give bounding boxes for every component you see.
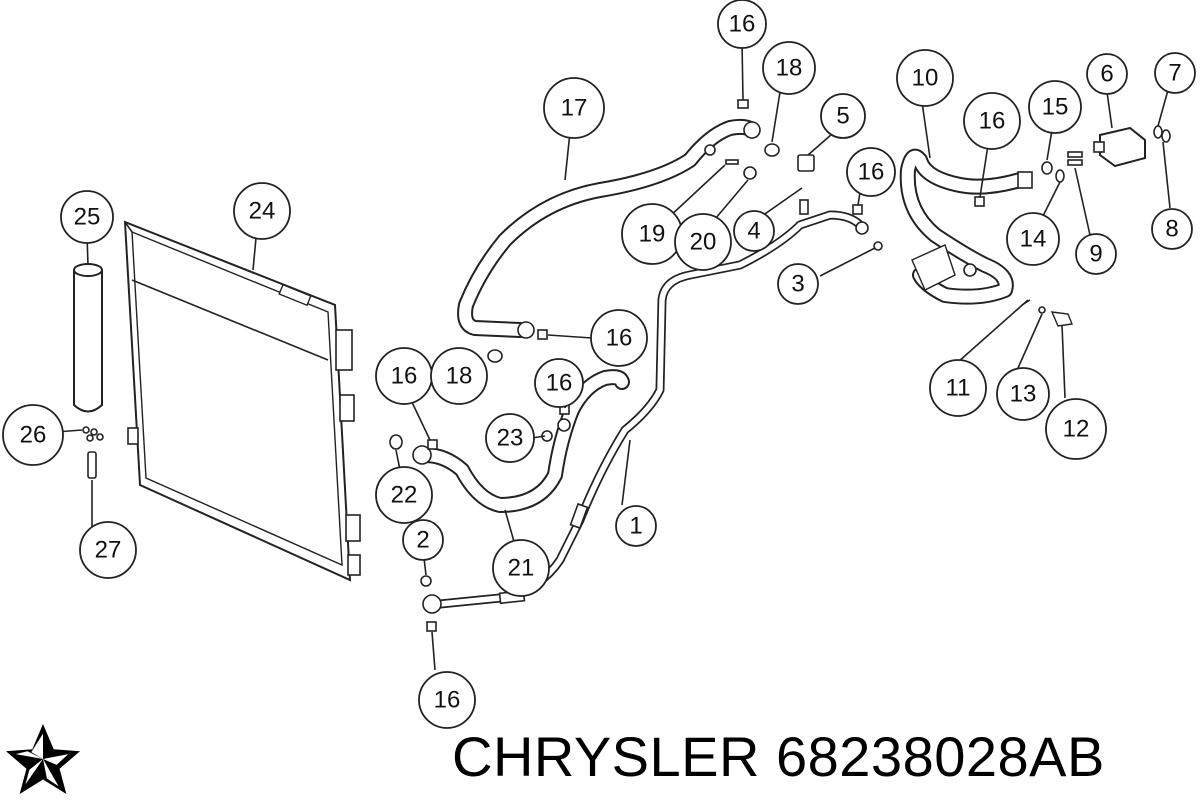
callout-label: 18 (446, 363, 473, 390)
callout-7: 7 (1154, 52, 1196, 94)
callout-label: 4 (747, 218, 760, 245)
callout-6: 6 (1086, 53, 1128, 95)
callout-3: 3 (777, 263, 819, 305)
callout-24: 24 (233, 182, 291, 240)
callout-9: 9 (1075, 233, 1117, 275)
callout-16-f: 16 (534, 358, 584, 408)
callout-label: 22 (391, 482, 418, 509)
callout-23: 23 (485, 413, 535, 463)
callout-label: 16 (729, 11, 756, 38)
hose-part-17 (457, 118, 761, 339)
leader-lines (55, 41, 1171, 671)
callout-16-c: 16 (846, 147, 896, 197)
callout-label: 26 (20, 422, 47, 449)
callout-16-g: 16 (418, 671, 476, 729)
callout-11: 11 (929, 359, 987, 417)
callout-label: 16 (606, 325, 633, 352)
condenser-part-24 (123, 220, 361, 582)
callout-16-a: 16 (717, 0, 767, 49)
callout-12: 12 (1045, 398, 1107, 460)
o-rings-part-26 (82, 426, 104, 442)
callout-15: 15 (1028, 80, 1082, 134)
receiver-drier-part-25 (73, 263, 103, 413)
callout-label: 10 (912, 65, 939, 92)
callout-27: 27 (79, 521, 137, 579)
callout-8: 8 (1151, 208, 1193, 250)
callout-22: 22 (375, 466, 433, 524)
callout-18-b: 18 (430, 347, 488, 405)
small-fittings (389, 99, 1171, 632)
callout-label: 20 (690, 229, 717, 256)
callout-26: 26 (2, 404, 64, 466)
callout-16-e: 16 (375, 347, 433, 405)
callout-label: 3 (791, 271, 804, 298)
callout-label: 1 (629, 513, 642, 540)
callout-2: 2 (402, 519, 444, 561)
callout-16-b: 16 (963, 92, 1021, 150)
callout-label: 13 (1010, 381, 1037, 408)
callout-label: 14 (1020, 226, 1047, 253)
callout-label: 23 (497, 425, 524, 452)
callout-17: 17 (543, 77, 605, 139)
callout-label: 16 (858, 159, 885, 186)
callout-16-d: 16 (590, 309, 648, 367)
callout-label: 16 (434, 687, 461, 714)
callout-1: 1 (615, 505, 657, 547)
callout-20: 20 (674, 213, 732, 271)
callout-label: 27 (95, 537, 122, 564)
callout-label: 16 (546, 370, 573, 397)
callout-19: 19 (621, 203, 683, 265)
callout-label: 8 (1165, 216, 1178, 243)
callout-25: 25 (60, 190, 114, 244)
callout-label: 21 (508, 555, 535, 582)
callout-18-a: 18 (762, 41, 816, 95)
pentastar-logo-icon (6, 723, 80, 795)
tube-part-1 (422, 210, 869, 614)
callout-label: 16 (979, 108, 1006, 135)
callout-4: 4 (733, 210, 775, 252)
callout-5: 5 (820, 93, 866, 139)
callout-13: 13 (996, 367, 1050, 421)
callout-label: 16 (391, 363, 418, 390)
callout-label: 24 (249, 198, 276, 225)
callout-label: 18 (776, 55, 803, 82)
expansion-valve-part-6 (1093, 126, 1146, 168)
plug-part-27 (87, 451, 97, 479)
callout-label: 6 (1100, 61, 1113, 88)
callout-label: 15 (1042, 94, 1069, 121)
callout-label: 9 (1089, 241, 1102, 268)
callout-label: 17 (561, 95, 588, 122)
callout-10: 10 (896, 49, 954, 107)
callout-label: 19 (639, 221, 666, 248)
callout-label: 25 (74, 204, 101, 231)
callout-14: 14 (1006, 212, 1060, 266)
hose-part-21 (412, 369, 630, 513)
callout-label: 5 (836, 103, 849, 130)
callout-label: 7 (1168, 60, 1181, 87)
callout-label: 2 (416, 527, 429, 554)
part-number-caption: CHRYSLER 68238028AB (452, 725, 1105, 788)
callout-21: 21 (492, 539, 550, 597)
callout-label: 11 (946, 375, 971, 402)
callout-label: 12 (1063, 416, 1090, 443)
hose-part-10 (899, 148, 1033, 305)
